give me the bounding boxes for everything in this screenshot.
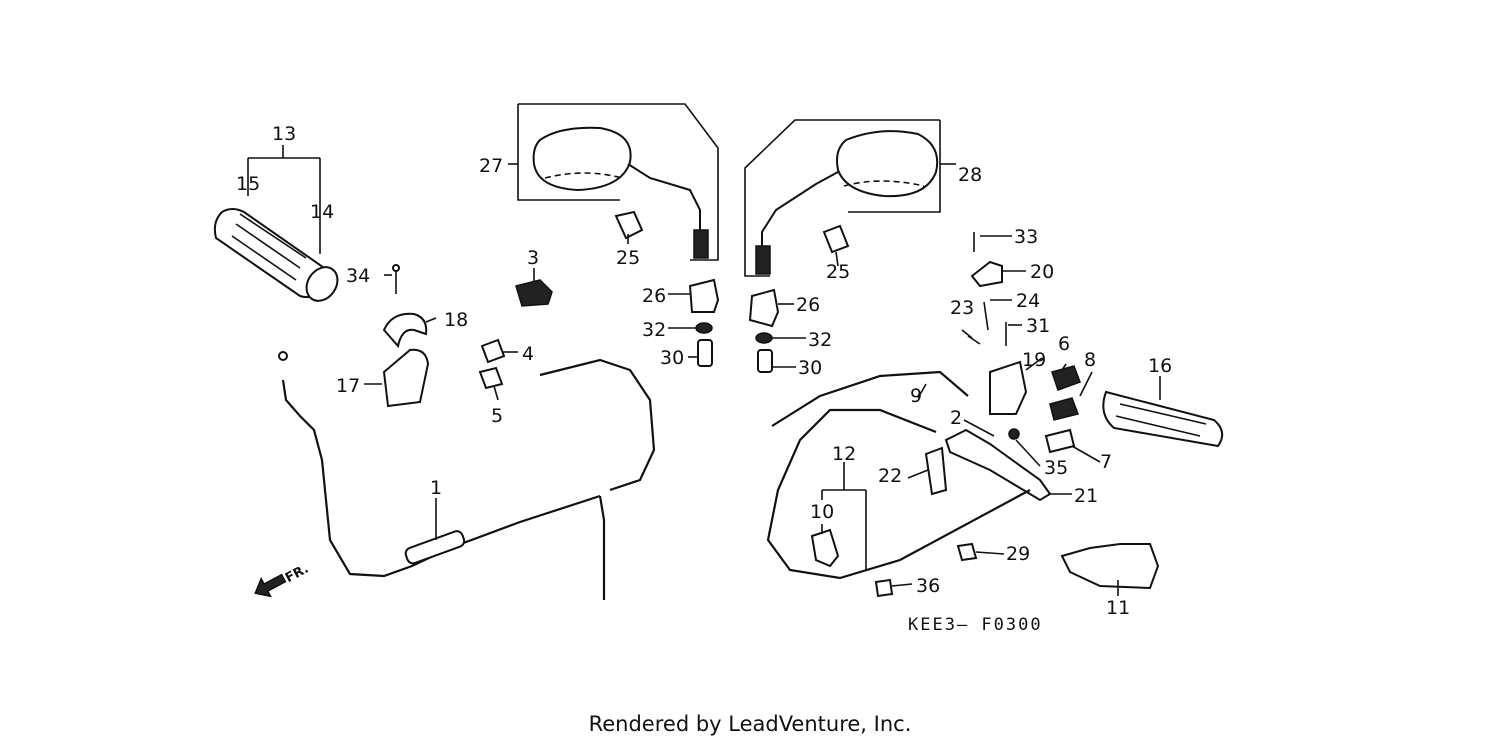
bracket-11 xyxy=(1060,543,1160,590)
diagram-code: KEE3— F0300 xyxy=(908,615,1043,635)
parts-diagram: 13 15 14 34 18 17 3 4 5 1 27 25 26 32 30… xyxy=(213,103,1224,635)
cap-20 xyxy=(970,260,1003,288)
callout-32-right: 32 xyxy=(808,329,832,351)
callout-36: 36 xyxy=(916,575,940,597)
holder-17 xyxy=(382,348,430,408)
right-grip xyxy=(1102,390,1224,448)
callout-19: 19 xyxy=(1022,349,1046,371)
mirror-28-frame xyxy=(744,119,941,277)
callout-24: 24 xyxy=(1016,290,1040,312)
nut-32-left xyxy=(695,322,713,334)
left-mirror xyxy=(532,126,709,259)
callout-25-right: 25 xyxy=(826,261,850,283)
svg-text:FR.: FR. xyxy=(283,561,311,586)
callout-35: 35 xyxy=(1044,457,1068,479)
nut-35 xyxy=(1008,428,1020,440)
adapter-26-left xyxy=(688,278,720,313)
front-direction-arrow-icon: FR. xyxy=(254,561,311,598)
callout-21: 21 xyxy=(1074,485,1098,507)
boot-25-left xyxy=(614,210,644,240)
callout-5: 5 xyxy=(491,405,503,427)
callout-20: 20 xyxy=(1030,261,1054,283)
callout-25-left: 25 xyxy=(616,247,640,269)
callout-17: 17 xyxy=(336,375,360,397)
callout-22: 22 xyxy=(878,465,902,487)
switch-8 xyxy=(1049,397,1079,421)
callout-27: 27 xyxy=(479,155,503,177)
callout-16: 16 xyxy=(1148,355,1172,377)
callout-31: 31 xyxy=(1026,315,1050,337)
switch-3 xyxy=(515,279,553,307)
callout-32-left: 32 xyxy=(642,319,666,341)
callout-28: 28 xyxy=(958,164,982,186)
cable-9 xyxy=(771,370,969,427)
callout-1: 1 xyxy=(430,477,442,499)
lever-21 xyxy=(944,428,1052,502)
callout-14: 14 xyxy=(310,201,334,223)
bracket-12 xyxy=(821,462,867,570)
boot-25-right xyxy=(822,224,850,254)
callout-6: 6 xyxy=(1058,333,1070,355)
callout-3: 3 xyxy=(527,247,539,269)
right-mirror xyxy=(755,130,939,275)
bolt-29 xyxy=(956,542,978,562)
cable-12 xyxy=(766,408,1031,580)
callout-13: 13 xyxy=(272,123,296,145)
callout-4: 4 xyxy=(522,343,534,365)
callout-11: 11 xyxy=(1106,597,1130,619)
mirror-27-frame xyxy=(517,103,719,261)
nut-32-right xyxy=(755,332,773,344)
part-4 xyxy=(480,338,506,364)
bolt-36 xyxy=(874,578,894,598)
bolt-30-left xyxy=(697,339,713,367)
holder-18 xyxy=(382,312,428,349)
callout-29: 29 xyxy=(1006,543,1030,565)
callout-33: 33 xyxy=(1014,226,1038,248)
callout-30-left: 30 xyxy=(660,347,684,369)
switch-7 xyxy=(1044,428,1076,454)
housing-19 xyxy=(989,360,1028,415)
callout-23: 23 xyxy=(950,297,974,319)
clamp-10 xyxy=(810,528,840,568)
left-grip xyxy=(213,208,339,302)
callout-7: 7 xyxy=(1100,451,1112,473)
callout-15: 15 xyxy=(236,173,260,195)
callout-9: 9 xyxy=(910,385,922,407)
part-5 xyxy=(478,366,504,390)
bracket-13 xyxy=(247,145,321,254)
callout-30-right: 30 xyxy=(798,357,822,379)
bolt-30-right xyxy=(757,349,773,373)
callout-34: 34 xyxy=(346,265,370,287)
callout-26-left: 26 xyxy=(642,285,666,307)
leader-lines xyxy=(364,163,1161,596)
plate-22 xyxy=(924,446,948,496)
switch-6 xyxy=(1051,365,1081,391)
callout-18: 18 xyxy=(444,309,468,331)
footer-credit: Rendered by LeadVenture, Inc. xyxy=(588,712,912,736)
bolt-24 xyxy=(983,301,989,331)
callout-10: 10 xyxy=(810,501,834,523)
callout-2: 2 xyxy=(950,407,962,429)
adapter-26-right xyxy=(748,288,780,328)
callout-12: 12 xyxy=(832,443,856,465)
callout-8: 8 xyxy=(1084,349,1096,371)
callout-26-right: 26 xyxy=(796,294,820,316)
